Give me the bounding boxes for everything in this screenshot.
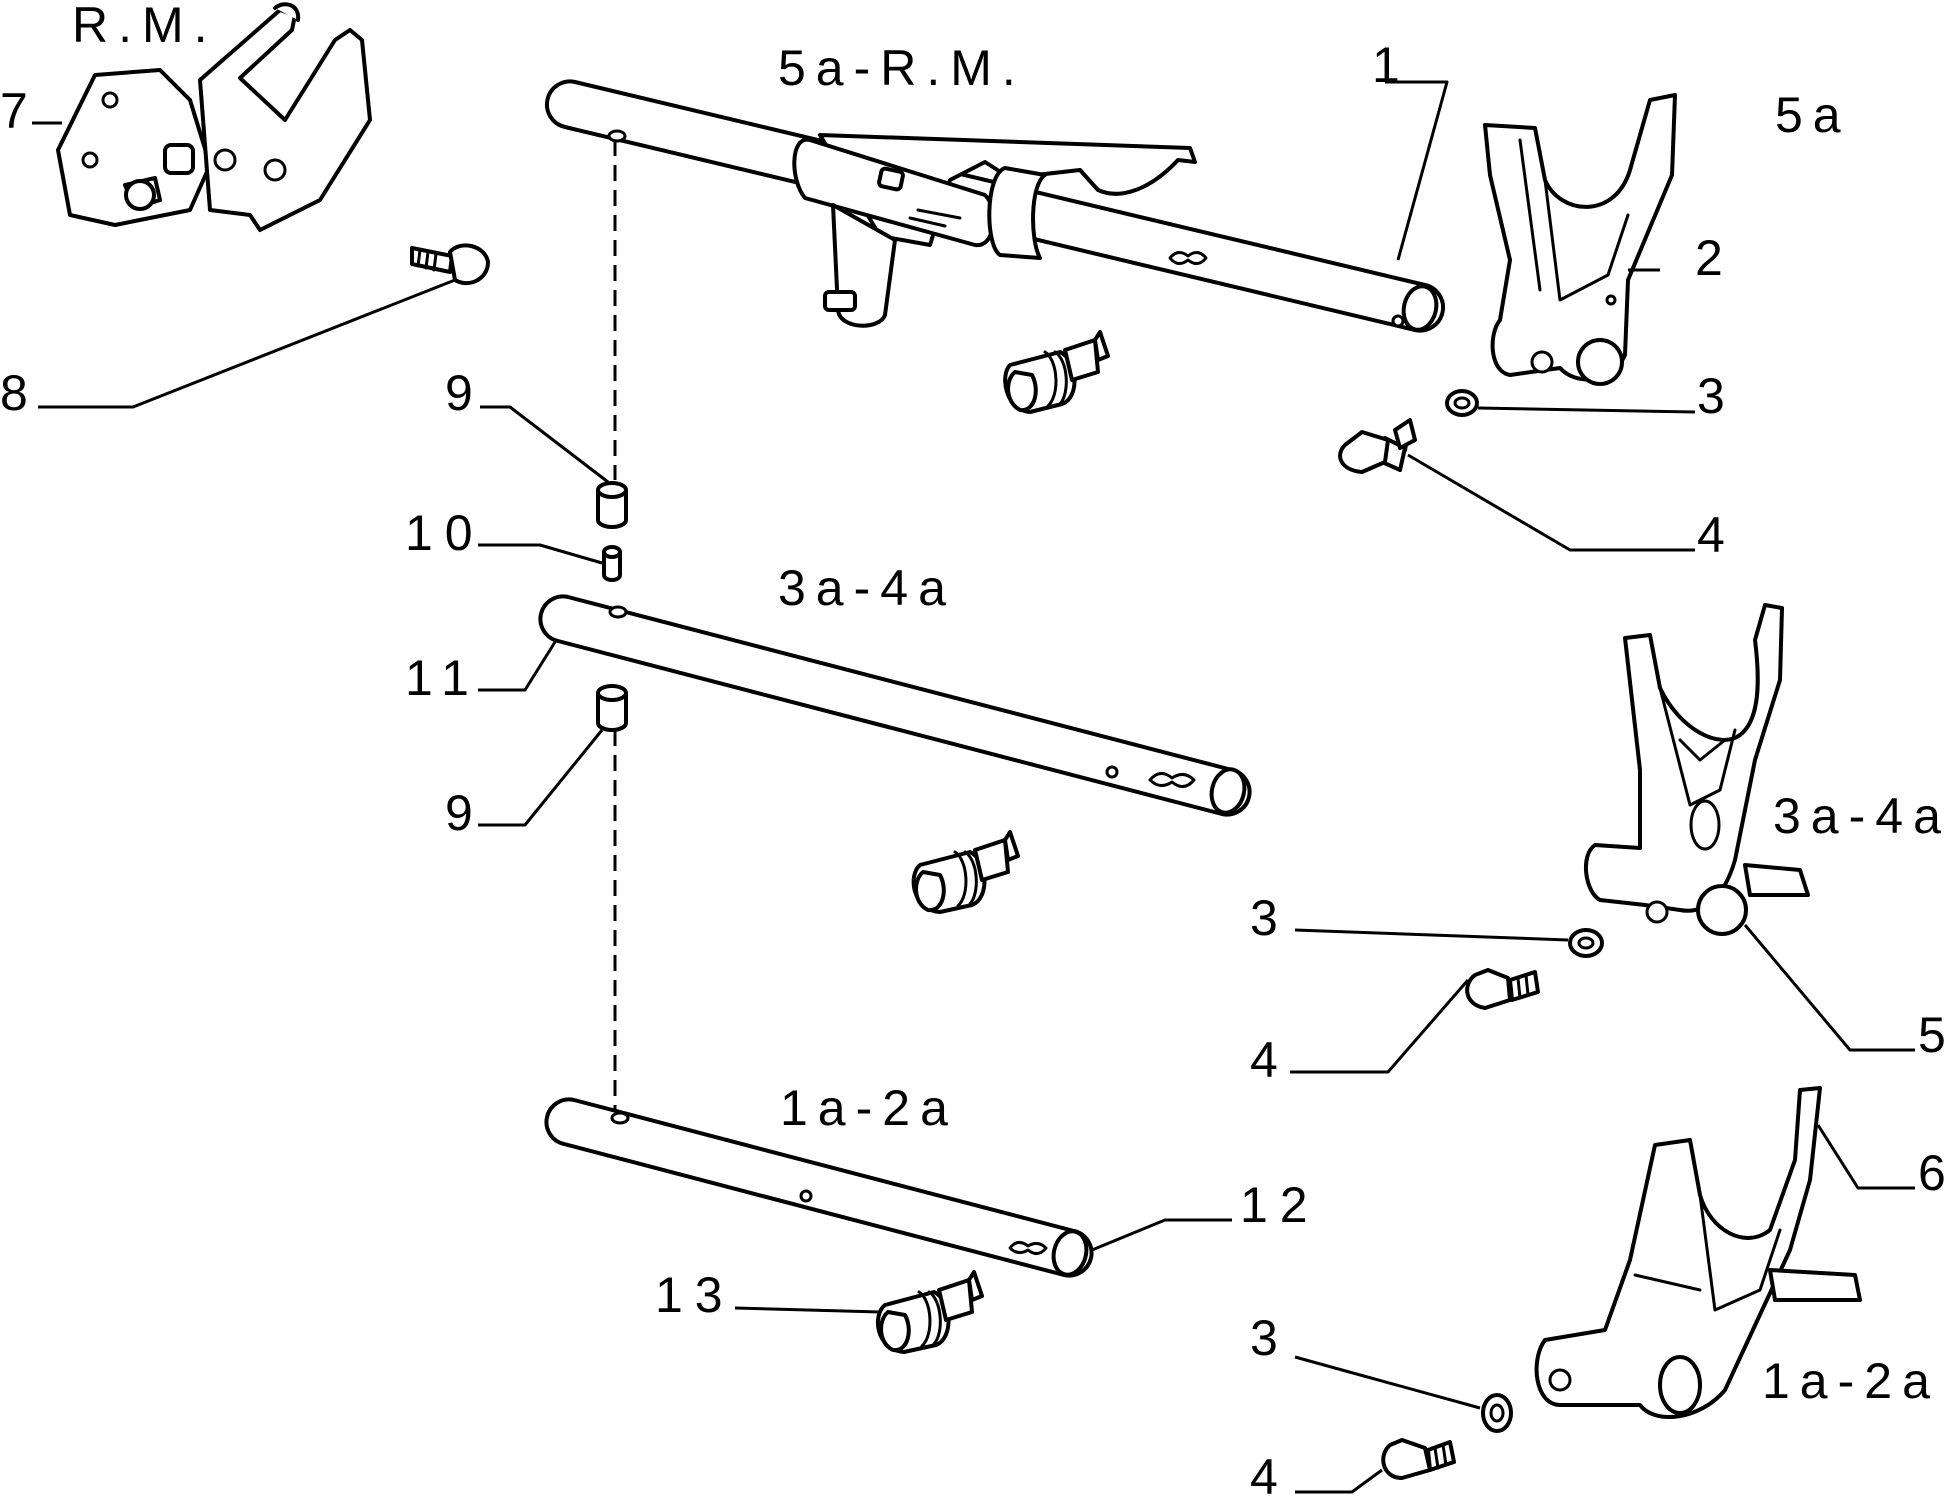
fork-1a-2a [1534, 1086, 1862, 1419]
shaft-1a-2a [544, 1097, 1094, 1278]
leader-1 [1385, 80, 1449, 261]
callout-4-top: 4 [1697, 507, 1737, 563]
bolt-middle [1465, 968, 1540, 1010]
shaft-5a-rm-selector-lug [792, 133, 1197, 328]
callout-4-mid: 4 [1250, 1032, 1290, 1088]
leader-4-bot [1295, 1468, 1383, 1494]
label-shaft-3a-4a: 3a-4a [778, 560, 956, 616]
bolt-top [1338, 418, 1417, 474]
interlock-pin [602, 545, 622, 582]
bolt-bottom [1381, 1438, 1456, 1480]
interlock-plunger-lower [596, 684, 628, 732]
leader-3-mid [1294, 928, 1569, 942]
callout-13: 13 [655, 1267, 735, 1323]
callout-3-bot: 3 [1250, 1310, 1290, 1366]
detent-plug-middle [911, 830, 1020, 914]
callout-3-top: 3 [1697, 368, 1737, 424]
leader-9-top [480, 405, 609, 484]
leader-3-top [1477, 406, 1696, 414]
callout-3-mid: 3 [1250, 890, 1290, 946]
reverse-lever-assembly [56, 2, 372, 232]
leader-8 [38, 278, 456, 409]
callout-11: 11 [405, 650, 481, 706]
leader-4-top [1407, 453, 1695, 552]
detent-plug-bottom [875, 1270, 984, 1354]
shaft-3a-4a [538, 594, 1252, 817]
label-fork-1a-2a: 1a-2a [1762, 1353, 1940, 1409]
leader-lines [32, 80, 1915, 1494]
label-rm-lever: R.M. [72, 0, 218, 53]
label-fork-3a-4a: 3a-4a [1773, 788, 1951, 844]
leader-3-bot [1294, 1355, 1481, 1410]
callout-9-top: 9 [445, 365, 485, 421]
callout-4-bot: 4 [1250, 1449, 1290, 1497]
washer-middle [1568, 928, 1604, 958]
callout-8: 8 [0, 365, 40, 421]
callout-12: 12 [1240, 1177, 1320, 1233]
leader-5 [1743, 924, 1915, 1052]
washer-bottom [1481, 1393, 1513, 1433]
leader-13 [734, 1306, 881, 1314]
detent-plug-top [1003, 330, 1110, 414]
callout-5: 5 [1918, 1007, 1953, 1063]
leader-11 [478, 641, 557, 692]
interlock-plunger-upper [596, 481, 628, 529]
label-shaft-1a-2a: 1a-2a [780, 1080, 958, 1136]
leader-12 [1091, 1218, 1232, 1252]
leader-9-bot [478, 729, 604, 827]
callout-1: 1 [1372, 37, 1412, 93]
label-shaft-5a-rm: 5a-R.M. [778, 40, 1026, 96]
label-fork-5a: 5a [1775, 87, 1851, 143]
leader-10 [478, 543, 603, 565]
washer-top [1445, 389, 1479, 417]
callout-6: 6 [1918, 1145, 1953, 1201]
leader-6 [1816, 1124, 1915, 1190]
fork-5a [1483, 93, 1677, 386]
callout-9-bot: 9 [445, 785, 485, 841]
callout-7: 7 [0, 83, 40, 139]
bolt-8 [410, 243, 490, 286]
leader-4-mid [1290, 979, 1470, 1074]
callout-10: 10 [405, 505, 485, 561]
fork-3a-4a [1583, 603, 1810, 936]
callout-2: 2 [1695, 230, 1735, 286]
